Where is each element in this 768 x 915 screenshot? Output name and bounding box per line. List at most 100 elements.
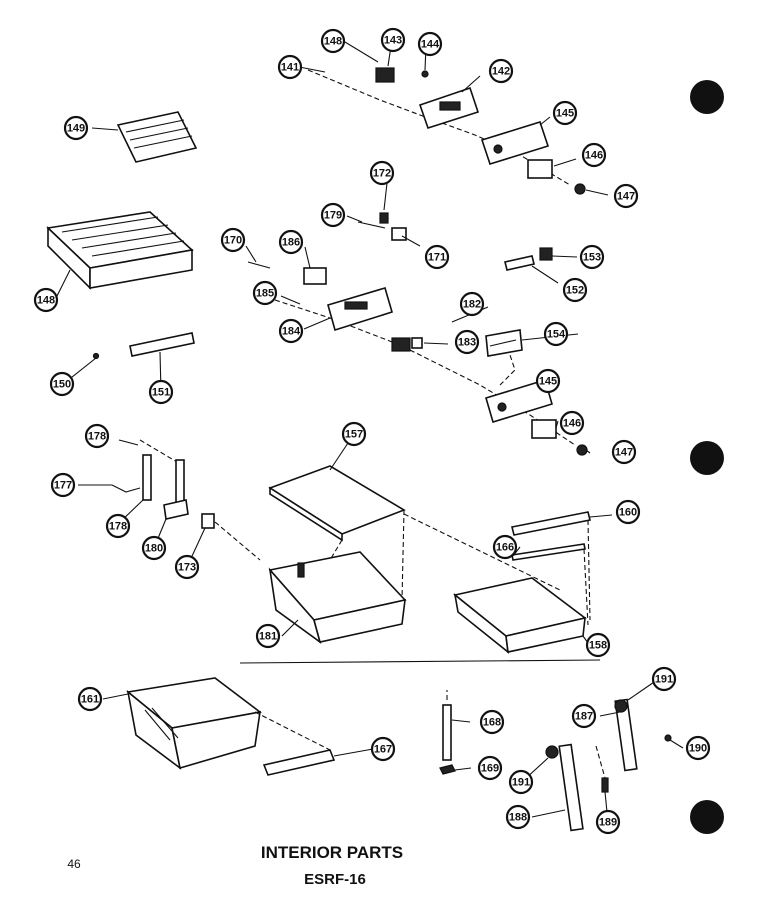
part-screw-144 [421,70,429,78]
assembly-line-upper [307,69,571,186]
part-track-188 [558,743,584,832]
part-wire-179 [357,221,386,229]
callout-number: 144 [421,39,440,51]
page-number: 46 [67,857,81,871]
callout-balloon [559,410,585,436]
callout-160: 160 [615,499,641,525]
callout-179: 179 [320,202,346,228]
callout-number: 181 [259,631,277,643]
part-dial-146-lower [531,419,557,439]
callout-balloon [255,623,281,649]
part-screw-190 [664,734,672,742]
callout-178: 178 [84,423,110,449]
callout-154: 154 [543,321,569,347]
callout-balloon [615,499,641,525]
callout-number: 187 [575,711,593,723]
callout-188: 188 [505,804,531,830]
callout-177: 177 [50,472,76,498]
callout-187: 187 [571,703,597,729]
callout-172: 172 [369,160,395,186]
callout-balloon [595,809,621,835]
callout-145: 145 [552,100,578,126]
part-rail-160 [511,511,591,536]
callout-number: 166 [496,542,514,554]
part-roller-191-right [614,699,628,713]
callout-number: 167 [374,744,392,756]
callout-161: 161 [77,686,103,712]
part-bar-152 [504,255,535,271]
callout-balloon [380,27,406,53]
part-dial-146-upper [527,159,553,179]
callout-balloon [571,703,597,729]
part-clip-153 [539,247,553,261]
callout-number: 145 [556,108,574,120]
part-glass-cover-157 [268,465,406,542]
callout-number: 171 [428,252,446,264]
part-switch-143 [375,67,395,83]
callout-balloon [505,804,531,830]
callout-143: 143 [380,27,406,53]
callout-balloon [454,329,480,355]
callout-balloon [174,554,200,580]
callout-balloon [479,709,505,735]
callout-number: 185 [256,288,274,300]
callout-190: 190 [685,735,711,761]
callout-158: 158 [585,632,611,658]
callout-balloon [77,686,103,712]
callout-balloon [105,513,131,539]
callout-number: 151 [152,387,170,399]
model-number: ESRF-16 [304,871,366,888]
callout-number: 191 [655,674,673,686]
part-rail-166 [511,543,586,561]
callout-number: 180 [145,543,163,555]
callout-balloon [63,115,89,141]
callout-number: 147 [615,447,633,459]
part-rail-151 [129,332,195,357]
callout-balloon [685,735,711,761]
callout-number: 158 [589,640,607,652]
callout-180: 180 [141,535,167,561]
callout-number: 183 [458,337,476,349]
part-pin-170 [247,261,271,269]
callout-number: 169 [481,763,499,775]
part-bracket-178-right [175,459,185,506]
callout-189: 189 [595,809,621,835]
callout-number: 141 [281,62,299,74]
callout-149: 149 [63,115,89,141]
callout-153: 153 [579,244,605,270]
part-screw-150 [92,352,100,360]
callout-balloon [33,287,59,313]
callout-balloon [278,229,304,255]
callout-balloon [552,100,578,126]
callout-number: 142 [492,66,510,78]
part-bracket-178-left [142,454,152,501]
callout-number: 152 [566,285,584,297]
callout-number: 172 [373,168,391,180]
callout-balloon [543,321,569,347]
part-panel-145-upper [480,121,550,165]
callout-number: 146 [585,150,603,162]
part-light-186 [303,267,327,285]
callout-balloon [508,769,534,795]
diagram-title: INTERIOR PARTS [261,843,403,862]
part-roller-173 [201,513,215,529]
callout-147: 147 [611,439,637,465]
callout-141: 141 [277,54,303,80]
callout-152: 152 [562,277,588,303]
part-switch-183 [391,337,411,352]
callout-number: 161 [81,694,99,706]
bottom-right-hardware [439,690,672,832]
callout-number: 157 [345,429,363,441]
callout-balloon [277,54,303,80]
callout-178: 178 [105,513,131,539]
middle-control-assembly [247,212,588,456]
part-meat-pan-158 [453,577,587,654]
part-bracket-171 [391,227,407,241]
callout-number: 143 [384,35,402,47]
part-rail-167 [262,749,336,776]
callout-number: 149 [67,123,85,135]
callout-balloon [252,280,278,306]
callout-balloon [562,277,588,303]
part-spring-177 [111,484,141,493]
part-roller-180 [163,499,189,520]
